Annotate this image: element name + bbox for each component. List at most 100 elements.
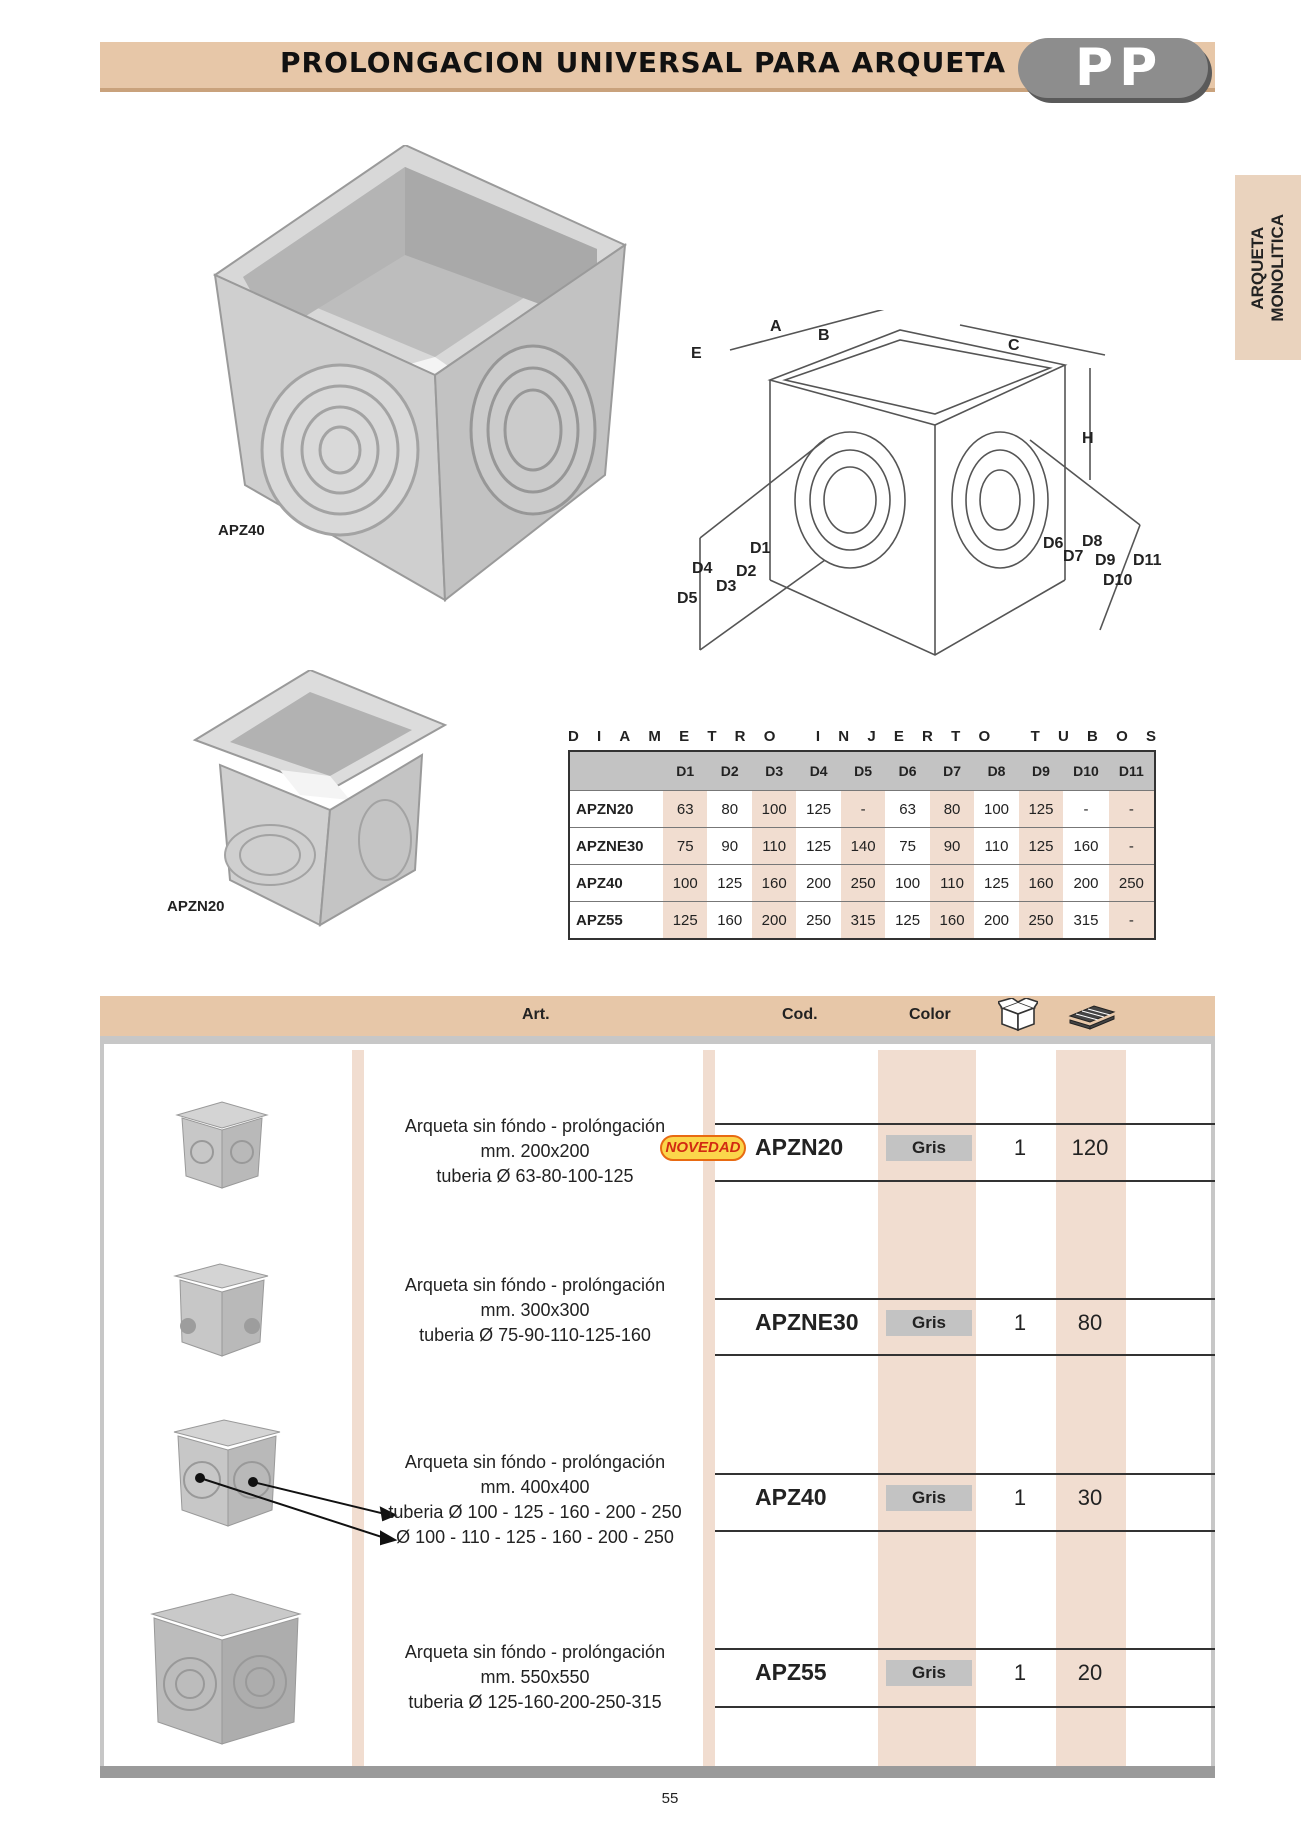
col-header: D11 [1108,751,1155,791]
apzn20-thumb [175,1101,269,1189]
table-cell: 315 [1063,901,1109,939]
diagram-label-h: H [1082,430,1094,447]
row-divider [715,1648,1215,1650]
page-number: 55 [661,1790,679,1807]
table-cell: 125 [796,790,841,828]
col-header: D4 [796,751,841,791]
diagram-label-d2: D2 [736,563,757,580]
table-cell: - [840,790,886,828]
side-tab-label: ARQUETA MONOLITICA [1248,213,1287,322]
apz40-product-image [212,145,628,602]
table-cell: 63 [885,790,930,828]
diagram-label-d5: D5 [677,590,698,607]
column-stripe [703,1050,715,1766]
col-cod-header: Cod. [782,1006,818,1023]
row-header: APZ40 [569,864,663,902]
product-code: APZN20 [755,1134,844,1160]
diagram-label-d3: D3 [716,578,737,595]
novedad-badge: NOVEDAD [660,1135,746,1161]
pallet-qty: 80 [1077,1310,1103,1335]
table-cell: 200 [751,901,797,939]
col-header: D5 [840,751,886,791]
side-tab[interactable] [1235,175,1301,360]
col-header: D2 [707,751,752,791]
table-cell: 63 [663,790,708,828]
color-badge: Gris [886,1310,972,1336]
category-badge [1018,38,1208,98]
product-table-frame [100,1044,1215,1770]
product-description: Arqueta sin fóndo - prolóngación mm. 400… [388,1452,682,1547]
diagram-label-e: E [691,345,702,362]
pallet-icon [1068,1005,1116,1030]
color-badge: Gris [886,1485,972,1511]
table-row: APZN20 63 80 100 125 - 63 80 100 125 - - [569,790,1155,828]
dimension-table: D1 D2 D3 D4 D5 D6 D7 D8 D9 D10 D11 APZN2… [568,750,1156,940]
box-qty: 1 [1013,1660,1027,1685]
diagram-label-d6: D6 [1043,535,1064,552]
table-cell: 250 [840,864,886,902]
product-code: APZ40 [755,1484,827,1510]
diagram-label-d7: D7 [1063,548,1084,565]
apz40-caption: APZ40 [218,522,265,539]
table-cell: 110 [974,827,1019,865]
diagram-label-a: A [770,318,782,335]
table-cell: 110 [751,827,797,865]
table-cell: 100 [885,864,930,902]
table-cell: - [1108,790,1155,828]
row-divider [715,1298,1215,1300]
table-cell: 90 [707,827,752,865]
side-tab-label-wrap: ARQUETA MONOLITICA [1246,185,1290,350]
table-cell: 160 [1018,864,1064,902]
col-header: D8 [974,751,1019,791]
column-stripe [878,1050,976,1766]
table-cell: 90 [929,827,975,865]
product-table-bottom [100,1766,1215,1778]
product-code: APZNE30 [755,1309,859,1335]
pallet-qty: 30 [1077,1485,1103,1510]
table-cell: 100 [663,864,708,902]
diagram-label-d10: D10 [1103,572,1133,589]
table-cell: 200 [1063,864,1109,902]
table-cell: 315 [840,901,886,939]
table-cell: 200 [974,901,1019,939]
dimension-table-header: D1 D2 D3 D4 D5 D6 D7 D8 D9 D10 D11 [569,751,1155,791]
row-header: APZNE30 [569,827,663,865]
row-divider [715,1473,1215,1475]
apzn20-caption: APZN20 [167,898,225,915]
column-stripe [1056,1050,1126,1766]
table-cell: 100 [751,790,797,828]
table-cell: - [1108,827,1155,865]
box-icon [998,998,1038,1032]
pallet-qty: 120 [1071,1135,1109,1160]
box-qty: 1 [1013,1310,1027,1335]
category-code: PP [1075,38,1164,98]
table-cell: 200 [796,864,841,902]
diagram-label-d9: D9 [1095,552,1116,569]
row-header: APZ55 [569,901,663,939]
table-cell: 250 [796,901,841,939]
col-art-header: Art. [522,1006,550,1023]
diagram-label-d8: D8 [1082,533,1103,550]
table-cell: 125 [885,901,930,939]
diagram-label-d11: D11 [1133,552,1162,569]
pallet-qty: 20 [1077,1660,1103,1685]
product-description: Arqueta sin fóndo - prolóngación mm. 550… [404,1642,666,1712]
row-divider [715,1706,1215,1708]
row-divider [715,1123,1215,1125]
table-cell: 75 [663,827,708,865]
table-row: APZ40 100 125 160 200 250 100 110 125 16… [569,864,1155,902]
arrow-pointers [195,1473,398,1546]
product-table-header-underline [100,1036,1215,1044]
col-header: D3 [751,751,797,791]
table-row: APZ55 125 160 200 250 315 125 160 200 25… [569,901,1155,939]
column-stripe [352,1050,364,1766]
table-cell: 160 [1063,827,1109,865]
table-cell: 75 [885,827,930,865]
color-badge: Gris [886,1660,972,1686]
product-code: APZ55 [755,1659,827,1685]
dimension-diagram [699,310,1141,656]
table-cell: - [1108,901,1155,939]
table-cell: 125 [1018,790,1064,828]
col-color-header: Color [909,1006,951,1023]
table-cell: 110 [929,864,975,902]
